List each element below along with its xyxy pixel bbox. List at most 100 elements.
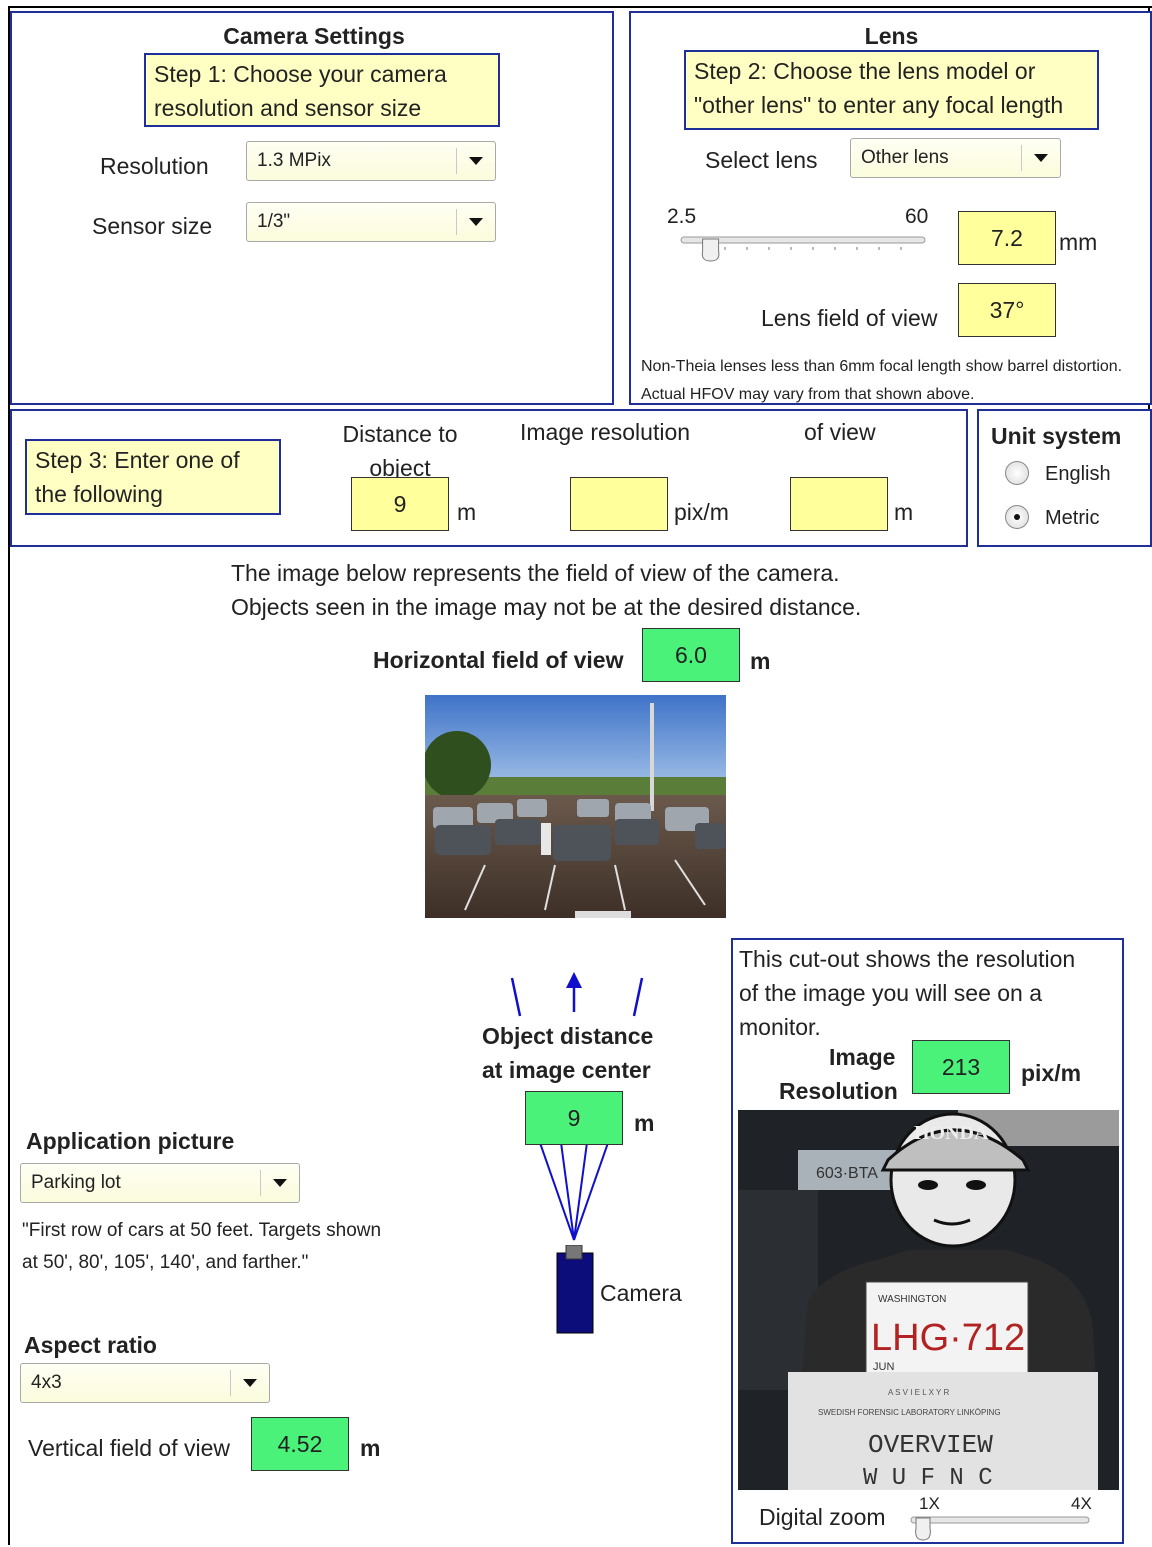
zoom-max-label: 4X xyxy=(1071,1494,1092,1513)
image-resolution-label: Image resolution xyxy=(520,419,691,445)
cutout-line1: This cut-out shows the resolution xyxy=(739,946,1076,972)
slider-thumb[interactable] xyxy=(701,238,720,262)
application-description-line1: "First row of cars at 50 feet. Targets s… xyxy=(22,1220,382,1241)
select-separator xyxy=(456,209,457,235)
field-of-view-input[interactable] xyxy=(790,477,888,531)
select-separator xyxy=(1021,145,1022,171)
lens-value: Other lens xyxy=(861,147,949,168)
arrow-up-icon xyxy=(566,972,582,988)
cutout-panel: This cut-out shows the resolution of the… xyxy=(731,938,1124,1544)
lens-fov-value: 37° xyxy=(958,283,1056,337)
chevron-down-icon xyxy=(457,203,495,241)
select-separator xyxy=(456,148,457,174)
sensor-size-value: 1/3" xyxy=(257,211,291,232)
cutout-res-unit: pix/m xyxy=(1021,1060,1082,1086)
chevron-down-icon xyxy=(457,142,495,180)
lens-note: Non-Theia lenses less than 6mm focal len… xyxy=(641,358,1123,403)
sensor-size-label: Sensor size xyxy=(92,213,213,239)
distance-label: Distance to object xyxy=(342,421,458,481)
step3-panel: Step 3: Enter one of the following Dista… xyxy=(10,409,968,547)
distance-unit: m xyxy=(457,499,477,525)
image-resolution-input[interactable] xyxy=(570,477,668,531)
hfov-value: 6.0 xyxy=(642,628,740,682)
lens-panel: Lens Step 2: Choose the lens model or "o… xyxy=(629,11,1152,405)
car-plate-text: 603·BTA xyxy=(816,1165,878,1182)
english-radio[interactable] xyxy=(1005,461,1029,485)
plate-left-text: JUN xyxy=(873,1361,894,1373)
camera-icon xyxy=(556,1244,594,1335)
camera-graphic xyxy=(556,1244,594,1334)
cutout-res-label-line1: Image xyxy=(829,1044,896,1070)
english-label[interactable]: English xyxy=(1045,463,1111,485)
description-line2: Objects seen in the image may not be at … xyxy=(231,594,862,620)
object-distance-unit: m xyxy=(634,1110,655,1136)
application-value: Parking lot xyxy=(31,1172,121,1193)
aspect-ratio-select[interactable]: 4x3 xyxy=(20,1363,270,1403)
board-small-text: SWEDISH FORENSIC LABORATORY LINKÖPING xyxy=(818,1408,1001,1417)
cutout-photo-graphic: HONDA 603·BTA WASHINGTON LHG·712 JUN A S… xyxy=(738,1110,1119,1490)
chevron-down-icon xyxy=(231,1364,269,1402)
image-resolution-unit: pix/m xyxy=(674,499,729,525)
camera-settings-panel: Camera Settings Step 1: Choose your came… xyxy=(10,11,614,405)
slider-thumb[interactable] xyxy=(915,1517,931,1541)
zoom-slider-graphic xyxy=(910,1506,1090,1541)
application-title: Application picture xyxy=(26,1128,235,1154)
board-text1: OVERVIEW xyxy=(868,1430,993,1460)
plate-small-text: WASHINGTON xyxy=(878,1294,946,1305)
lens-fov-label: Lens field of view xyxy=(761,305,938,331)
field-of-view-unit: m xyxy=(894,499,914,525)
slider-track-graphic xyxy=(680,236,926,262)
metric-radio[interactable] xyxy=(1005,505,1029,529)
vfov-label: Vertical field of view xyxy=(28,1435,230,1461)
step1-note: Step 1: Choose your camera resolution an… xyxy=(144,53,500,127)
board-letters-text: A S V I E L X Y R xyxy=(888,1388,949,1397)
slider-min-label: 2.5 xyxy=(667,205,697,228)
metric-label[interactable]: Metric xyxy=(1045,507,1100,529)
focal-length-input[interactable]: 7.2 xyxy=(958,211,1056,265)
aspect-ratio-value: 4x3 xyxy=(31,1372,62,1393)
hfov-unit: m xyxy=(750,648,771,674)
frame-top xyxy=(8,6,1152,8)
camera-settings-title: Camera Settings xyxy=(223,23,405,49)
cutout-line3: monitor. xyxy=(739,1014,821,1040)
distance-input[interactable]: 9 xyxy=(351,477,449,531)
select-separator xyxy=(230,1370,231,1396)
cutout-res-value: 213 xyxy=(912,1040,1010,1094)
digital-zoom-slider[interactable] xyxy=(909,1506,1093,1542)
aspect-ratio-title: Aspect ratio xyxy=(24,1332,157,1358)
lens-select[interactable]: Other lens xyxy=(850,138,1061,178)
sensor-size-select[interactable]: 1/3" xyxy=(246,202,496,242)
object-distance-value: 9 xyxy=(525,1091,623,1145)
parking-lot-graphic xyxy=(425,695,726,918)
parking-lot-picture xyxy=(425,695,726,918)
cutout-line2: of the image you will see on a xyxy=(739,980,1043,1006)
camera-label: Camera xyxy=(600,1280,682,1306)
step3-note: Step 3: Enter one of the following xyxy=(25,439,281,515)
select-separator xyxy=(260,1170,261,1196)
object-distance-line1: Object distance xyxy=(482,1023,654,1049)
vfov-unit: m xyxy=(360,1435,381,1461)
board-text2: W U F N C xyxy=(863,1465,993,1490)
resolution-label: Resolution xyxy=(100,153,209,179)
digital-zoom-label: Digital zoom xyxy=(759,1504,886,1530)
slider-max-label: 60 xyxy=(905,205,929,228)
application-description-line2: at 50', 80', 105', 140', and farther." xyxy=(22,1252,309,1273)
frame-left xyxy=(8,6,10,1545)
resolution-cutout-picture: HONDA 603·BTA WASHINGTON LHG·712 JUN A S… xyxy=(738,1110,1119,1490)
slider-ticks xyxy=(702,247,902,250)
cutout-res-label-line2: Resolution xyxy=(779,1078,898,1104)
focal-length-slider[interactable] xyxy=(679,231,929,267)
description-line1: The image below represents the field of … xyxy=(231,560,840,586)
vfov-value: 4.52 xyxy=(251,1417,349,1471)
step2-note: Step 2: Choose the lens model or "other … xyxy=(684,50,1099,130)
field-of-view-label: of view xyxy=(804,419,876,445)
unit-system-panel: Unit system English Metric xyxy=(977,409,1152,547)
application-select[interactable]: Parking lot xyxy=(20,1163,300,1203)
plate-text: LHG·712 xyxy=(871,1317,1025,1359)
resolution-value: 1.3 MPix xyxy=(257,150,331,171)
brand-text: HONDA xyxy=(914,1122,989,1144)
chevron-down-icon xyxy=(1022,139,1060,177)
resolution-select[interactable]: 1.3 MPix xyxy=(246,141,496,181)
select-lens-label: Select lens xyxy=(705,147,818,173)
unit-system-title: Unit system xyxy=(991,423,1122,449)
